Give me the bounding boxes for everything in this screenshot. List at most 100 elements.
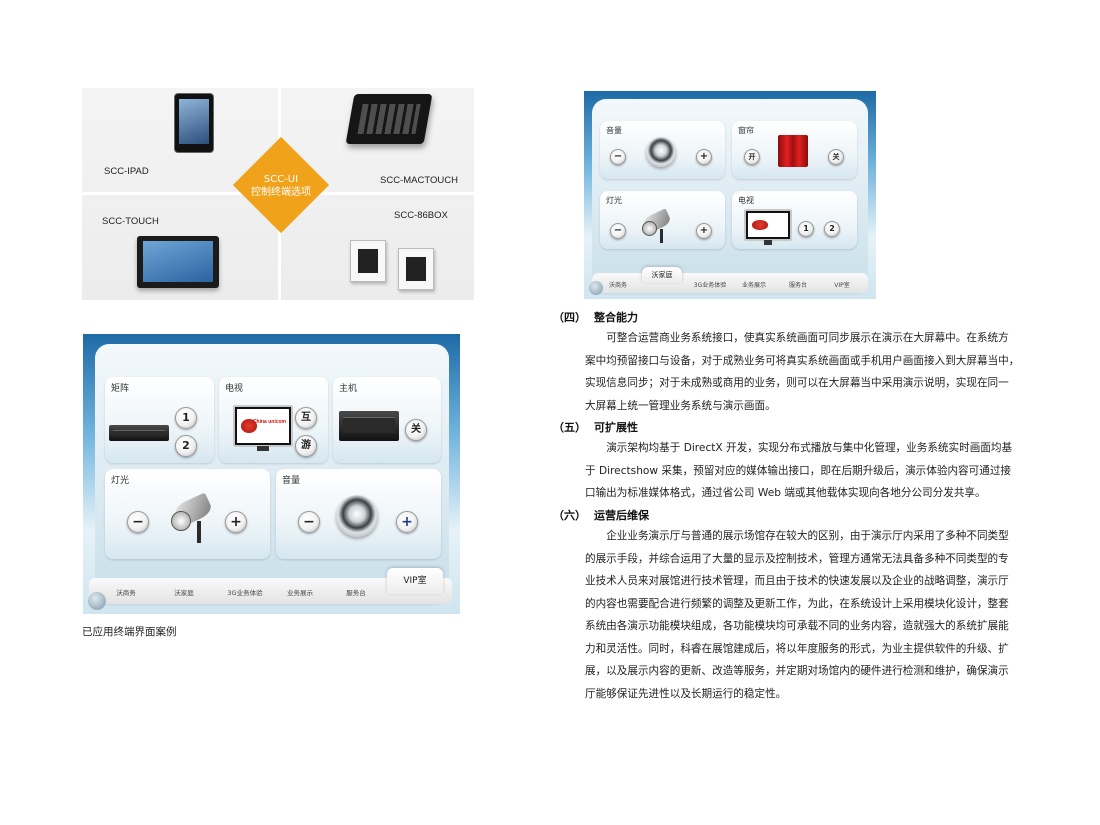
tv-interact-button[interactable]: 互 xyxy=(295,407,317,429)
corner-dot-icon xyxy=(589,281,603,295)
light-minus-button[interactable]: − xyxy=(610,223,626,239)
center-label-line2: 控制终端选项 xyxy=(251,187,311,198)
curtain-card: 窗帘 开 关 xyxy=(732,121,857,179)
mactouch-device-image xyxy=(345,94,433,144)
tv-channel-2-button[interactable]: 2 xyxy=(824,221,840,237)
curtain-card-title: 窗帘 xyxy=(738,126,754,135)
86box-device-image xyxy=(350,240,386,282)
label-scc-mactouch: SCC-MACTOUCH xyxy=(380,175,458,186)
light-minus-button[interactable]: − xyxy=(127,511,149,533)
volume-plus-button[interactable]: + xyxy=(396,511,418,533)
tab-wo-home[interactable]: 沃家庭 xyxy=(174,589,194,597)
tv-card: 电视 China unicom 互 游 xyxy=(219,377,328,463)
light-card: 灯光 − + xyxy=(105,469,270,559)
86box-device-image-2 xyxy=(398,248,434,290)
stage-light-icon xyxy=(638,205,678,245)
tab-wo-business[interactable]: 沃商务 xyxy=(116,589,136,597)
tab-3g-experience[interactable]: 3G业务体验 xyxy=(227,589,263,597)
section-5-heading: （五） 可扩展性 xyxy=(553,419,638,435)
touch-panel-device-image xyxy=(137,236,219,288)
section-4-line: 可整合运营商业务系统接口，使真实系统画面可同步展示在演示在大屏幕中。在系统方 xyxy=(606,332,1009,344)
section-4-body: 可整合运营商业务系统接口，使真实系统画面可同步展示在演示在大屏幕中。在系统方 案… xyxy=(585,327,1045,417)
volume-plus-button[interactable]: + xyxy=(696,149,712,165)
section-5-number: （五） xyxy=(553,421,586,434)
section-5-line: 口输出为标准媒体格式，通过省公司 Web 端或其他载体实现向各地分公司分发共享。 xyxy=(585,487,986,499)
tab-vip-room-active[interactable]: VIP室 xyxy=(387,568,443,594)
terminal-options-diagram: SCC-UI 控制终端选项 SCC-IPAD SCC-MACTOUCH SCC-… xyxy=(82,88,474,300)
stage-light-icon xyxy=(165,487,221,547)
section-4-line: 实现信息同步；对于未成熟或商用的业务，则可以在大屏幕当中采用演示说明，实现在同一 xyxy=(585,377,1009,389)
matrix-input-2-button[interactable]: 2 xyxy=(175,435,197,457)
section-6-line: 厅能够保证先进性以及长期运行的稳定性。 xyxy=(585,687,787,700)
tv-channel-1-button[interactable]: 1 xyxy=(798,221,814,237)
matrix-card: 矩阵 1 2 xyxy=(105,377,214,463)
tab-service-desk[interactable]: 服务台 xyxy=(346,589,366,597)
section-5-title: 可扩展性 xyxy=(594,421,638,434)
light-plus-button[interactable]: + xyxy=(696,223,712,239)
section-6-line: 的展示手段，并综合运用了大量的显示及控制技术，管理方通常无法具备多种不同类型的专 xyxy=(585,552,1009,565)
section-4-title: 整合能力 xyxy=(594,311,638,324)
tv-card-title: 电视 xyxy=(225,384,244,394)
section-5-body: 演示架构均基于 DirectX 开发，实现分布式播放与集中化管理，业务系统实时画… xyxy=(585,437,1045,505)
volume-card-title: 音量 xyxy=(606,126,622,135)
section-4-heading: （四） 整合能力 xyxy=(553,309,638,325)
matrix-card-title: 矩阵 xyxy=(111,384,130,394)
figure-caption: 已应用终端界面案例 xyxy=(82,626,177,638)
curtain-open-button[interactable]: 开 xyxy=(744,149,760,165)
speaker-icon xyxy=(646,137,676,167)
host-server-icon xyxy=(339,411,399,441)
label-scc-touch: SCC-TOUCH xyxy=(102,216,159,227)
tv-card-title: 电视 xyxy=(738,196,754,205)
ipad-device-image xyxy=(174,93,214,153)
tab-wo-business[interactable]: 沃商务 xyxy=(608,282,627,289)
tab-service-desk[interactable]: 服务台 xyxy=(788,282,807,289)
section-5-line: 于 Directshow 采集，预留对应的媒体输出接口，即在后期升级后，演示体验… xyxy=(585,464,1012,477)
host-close-button[interactable]: 关 xyxy=(405,419,427,441)
section-6-title: 运营后维保 xyxy=(594,509,649,522)
light-card: 灯光 − + xyxy=(600,191,725,249)
light-card-title: 灯光 xyxy=(606,196,622,205)
section-6-line: 系统由各演示功能模块组成，各功能模块均可承载不同的业务内容，造就强大的系统扩展能 xyxy=(585,620,1009,632)
section-4-line: 大屏幕上统一管理业务系统与演示画面。 xyxy=(585,399,776,412)
light-plus-button[interactable]: + xyxy=(225,511,247,533)
section-6-heading: （六） 运营后维保 xyxy=(553,507,649,523)
matrix-input-1-button[interactable]: 1 xyxy=(175,407,197,429)
speaker-icon xyxy=(336,495,378,537)
center-label-line1: SCC-UI xyxy=(263,174,299,185)
volume-card: 音量 − + xyxy=(276,469,441,559)
tv-card: 电视 1 2 xyxy=(732,191,857,249)
tv-icon: China unicom xyxy=(233,405,293,451)
tab-vip-room[interactable]: VIP室 xyxy=(834,282,850,289)
tv-icon xyxy=(744,209,792,245)
section-6-number: （六） xyxy=(553,509,586,522)
tv-game-button[interactable]: 游 xyxy=(295,435,317,457)
corner-dot-icon xyxy=(88,592,106,610)
small-control-panel: 音量 − + 窗帘 开 关 灯光 − + 电视 1 2 沃商务 沃家庭 3G业务… xyxy=(584,91,876,299)
label-scc-ipad: SCC-IPAD xyxy=(104,166,149,177)
section-6-line: 企业业务演示厅与普通的展示场馆存在较大的区别，由于演示厅内采用了多种不同类型 xyxy=(606,530,1009,542)
large-control-panel: 矩阵 1 2 电视 China unicom 互 游 主机 关 灯光 − + 音… xyxy=(83,334,460,614)
matrix-device-icon xyxy=(109,425,169,441)
volume-minus-button[interactable]: − xyxy=(298,511,320,533)
volume-card: 音量 − + xyxy=(600,121,725,179)
label-scc-86box: SCC-86BOX xyxy=(394,210,448,221)
tab-wo-home-active[interactable]: 沃家庭 xyxy=(642,267,682,283)
section-4-number: （四） xyxy=(553,311,586,324)
volume-card-title: 音量 xyxy=(282,476,301,486)
host-card: 主机 关 xyxy=(333,377,441,463)
tab-3g-experience[interactable]: 3G业务体验 xyxy=(693,282,727,289)
light-card-title: 灯光 xyxy=(111,476,130,486)
volume-minus-button[interactable]: − xyxy=(610,149,626,165)
tab-business-show[interactable]: 业务展示 xyxy=(741,282,766,289)
section-6-line: 业技术人员来对展馆进行技术管理，而且由于技术的快速发展以及企业的战略调整，演示厅 xyxy=(585,575,1009,587)
section-5-line: 演示架构均基于 DirectX 开发，实现分布式播放与集中化管理，业务系统实时画… xyxy=(606,442,1013,454)
tv-brand-text: China unicom xyxy=(252,419,286,426)
host-card-title: 主机 xyxy=(339,384,358,394)
section-6-line: 的内容也需要配合进行频繁的调整及更新工作，为此，在系统设计上采用模块化设计，整套 xyxy=(585,597,1009,610)
center-label: SCC-UI 控制终端选项 xyxy=(232,173,330,199)
section-6-line: 展，以及展示内容的更新、改造等服务，并定期对场馆内的硬件进行检测和维护，确保演示 xyxy=(585,665,1009,677)
curtain-close-button[interactable]: 关 xyxy=(828,149,844,165)
section-6-line: 力和灵活性。同时，科睿在展馆建成后，将以年度服务的形式，为业主提供软件的升级、扩 xyxy=(585,642,1009,655)
curtain-icon xyxy=(778,135,808,167)
tab-business-show[interactable]: 业务展示 xyxy=(287,589,313,597)
